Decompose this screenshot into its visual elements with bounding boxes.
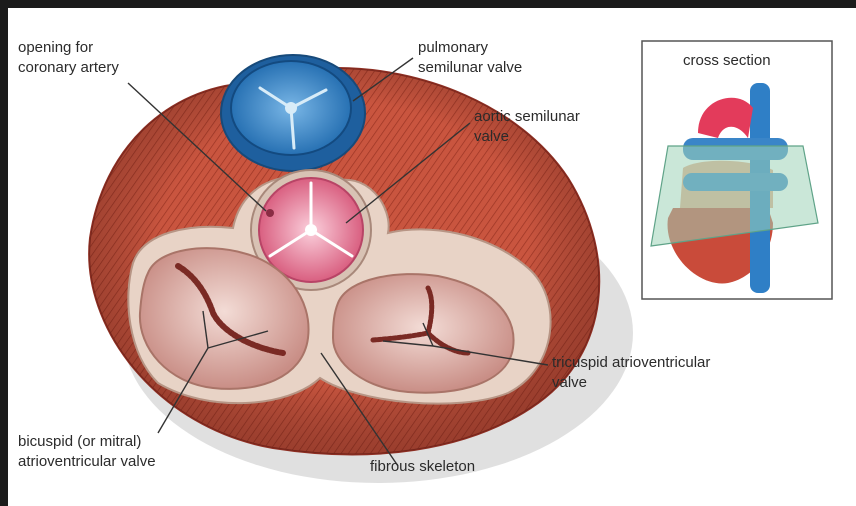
coronary-artery-opening [266,209,274,217]
label-opening-coronary-artery: opening for coronary artery [18,38,119,78]
label-bicuspid-valve: bicuspid (or mitral) atrioventricular va… [18,432,156,472]
label-pulmonary-valve: pulmonary semilunar valve [418,38,522,78]
aortic-valve-center [305,224,317,236]
label-fibrous-skeleton: fibrous skeleton [370,457,475,477]
label-tricuspid-valve: tricuspid atrioventricular valve [552,353,710,393]
inset-title: cross section [683,51,771,71]
pulmonary-valve-center [285,102,297,114]
diagram-frame: opening for coronary artery pulmonary se… [8,8,856,506]
label-aortic-valve: aortic semilunar valve [474,107,580,147]
